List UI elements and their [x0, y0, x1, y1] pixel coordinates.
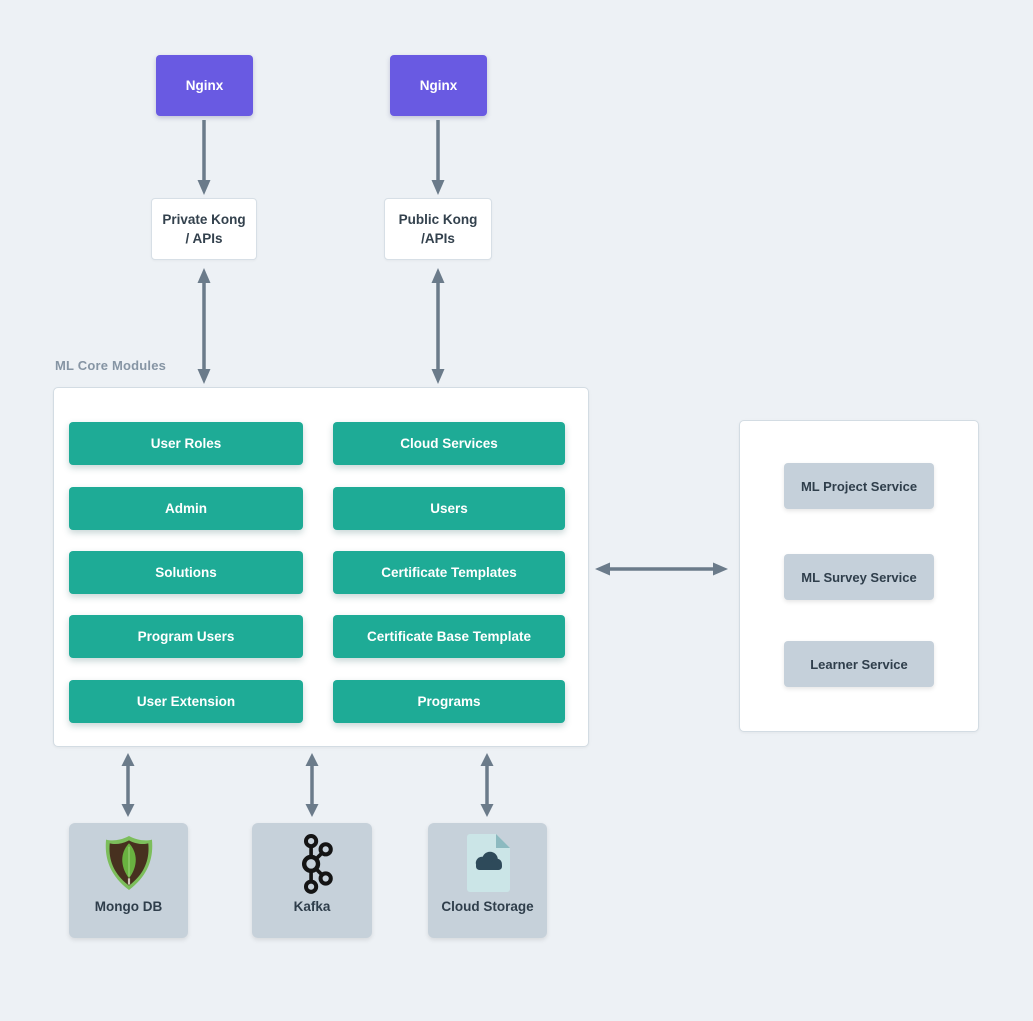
module-solutions: Solutions — [69, 551, 303, 594]
service-ml-project: ML Project Service — [784, 463, 934, 509]
arrow-private-kong-to-core — [197, 268, 211, 384]
arrow-core-to-services — [595, 562, 728, 576]
module-users: Users — [333, 487, 565, 530]
mongodb-leaf-shield-icon — [102, 832, 156, 894]
datastore-mongodb-card: Mongo DB — [69, 823, 188, 938]
public-kong-node: Public Kong /APIs — [384, 198, 492, 260]
module-certificate-base-template: Certificate Base Template — [333, 615, 565, 658]
module-user-extension: User Extension — [69, 680, 303, 723]
service-learner: Learner Service — [784, 641, 934, 687]
arrow-nginx-to-private-kong — [197, 120, 211, 195]
nginx-right-node: Nginx — [390, 55, 487, 116]
arrow-core-to-mongodb — [121, 753, 135, 817]
cloud-document-icon — [462, 832, 514, 894]
module-user-roles: User Roles — [69, 422, 303, 465]
private-kong-node: Private Kong / APIs — [151, 198, 257, 260]
datastore-cloud-storage-card: Cloud Storage — [428, 823, 547, 938]
private-kong-line2: / APIs — [185, 231, 223, 246]
datastore-kafka-card: Kafka — [252, 823, 372, 938]
kafka-label: Kafka — [293, 899, 331, 914]
public-kong-line2: /APIs — [421, 231, 455, 246]
core-modules-panel: User Roles Admin Solutions Program Users… — [53, 387, 589, 747]
module-admin: Admin — [69, 487, 303, 530]
cloud-storage-label: Cloud Storage — [441, 899, 534, 914]
nginx-left-node: Nginx — [156, 55, 253, 116]
module-programs: Programs — [333, 680, 565, 723]
module-certificate-templates: Certificate Templates — [333, 551, 565, 594]
module-program-users: Program Users — [69, 615, 303, 658]
core-modules-section-label: ML Core Modules — [55, 358, 167, 373]
arrow-public-kong-to-core — [431, 268, 445, 384]
arrow-core-to-cloud-storage — [480, 753, 494, 817]
public-kong-line1: Public Kong — [398, 212, 478, 227]
module-cloud-services: Cloud Services — [333, 422, 565, 465]
private-kong-line1: Private Kong — [162, 212, 246, 227]
service-ml-survey: ML Survey Service — [784, 554, 934, 600]
arrow-core-to-kafka — [305, 753, 319, 817]
arrow-nginx-to-public-kong — [431, 120, 445, 195]
kafka-network-icon — [291, 832, 333, 894]
mongodb-label: Mongo DB — [94, 899, 163, 914]
services-panel: ML Project Service ML Survey Service Lea… — [739, 420, 979, 732]
